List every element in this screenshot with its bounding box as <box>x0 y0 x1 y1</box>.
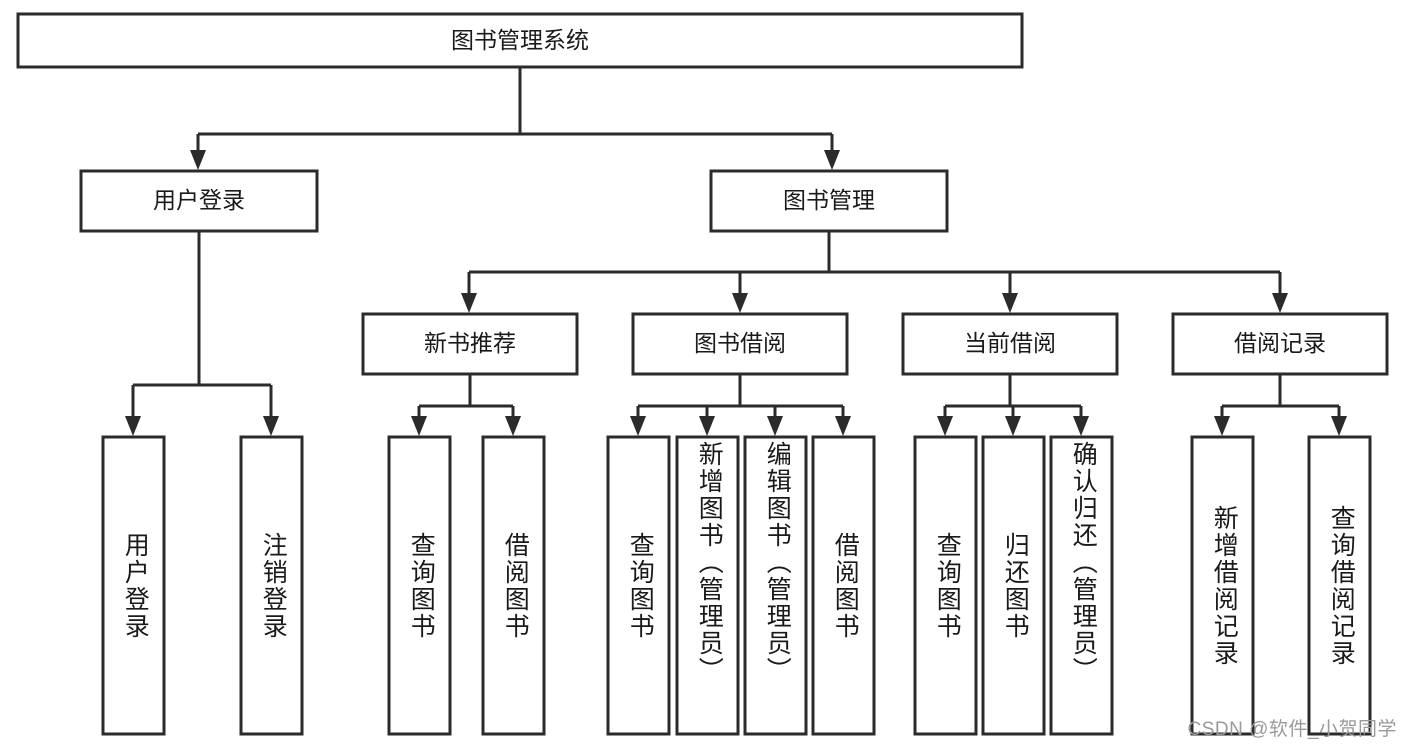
node-borrow-record-label: 借阅记录 <box>1234 330 1326 356</box>
arrow-head-to-user-login <box>190 150 206 170</box>
node-current-borrow[interactable]: 当前借阅 <box>901 312 1119 376</box>
node-user-login[interactable]: 用户登录 <box>79 169 319 233</box>
node-current-borrow-box <box>901 312 1119 376</box>
node-user-login-label: 用户登录 <box>153 187 245 213</box>
leaf-box-user-login-1[interactable] <box>239 435 304 736</box>
node-book-manage-box <box>709 169 949 233</box>
connector-current-borrow-to-leaves <box>937 374 1089 436</box>
node-new-book-recommend-box <box>361 312 579 376</box>
node-book-borrow[interactable]: 图书借阅 <box>631 312 849 376</box>
node-borrow-record[interactable]: 借阅记录 <box>1171 312 1389 376</box>
leaf-box-current-borrow-1[interactable] <box>981 435 1046 736</box>
leaf-box-book-borrow-0[interactable] <box>606 435 671 736</box>
leaf-box-user-login-0[interactable] <box>101 435 166 736</box>
leaf-box-new-book-1[interactable] <box>481 435 546 736</box>
node-book-manage-label: 图书管理 <box>783 187 875 213</box>
connector-new-book-recommend-to-leaves <box>411 374 521 436</box>
node-book-borrow-label: 图书借阅 <box>694 330 786 356</box>
connector-root-to-level2 <box>190 67 840 170</box>
connector-borrow-record-to-leaves <box>1214 374 1347 436</box>
leaf-box-book-borrow-1[interactable] <box>675 435 740 736</box>
leaf-box-current-borrow-2[interactable] <box>1049 435 1114 736</box>
node-new-book-recommend-label: 新书推荐 <box>424 330 516 356</box>
csdn-watermark: CSDN @软件_小贺同学 <box>1187 719 1397 740</box>
node-root-system-box <box>16 12 1024 69</box>
leaf-box-borrow-record-0[interactable] <box>1190 435 1255 736</box>
leaf-box-borrow-record-1[interactable] <box>1307 435 1372 736</box>
node-book-borrow-box <box>631 312 849 376</box>
node-root-system-label: 图书管理系统 <box>451 27 589 53</box>
node-current-borrow-label: 当前借阅 <box>964 330 1056 356</box>
connector-book-manage-to-level3 <box>461 231 1288 313</box>
node-root-system[interactable]: 图书管理系统 <box>16 12 1024 69</box>
node-book-manage[interactable]: 图书管理 <box>709 169 949 233</box>
connector-book-borrow-to-leaves <box>630 374 851 436</box>
arrow-head-to-book-manage <box>824 150 840 170</box>
leaf-box-book-borrow-3[interactable] <box>811 435 876 736</box>
connector-user-login-to-leaves <box>125 231 279 436</box>
node-borrow-record-box <box>1171 312 1389 376</box>
leaf-box-current-borrow-0[interactable] <box>913 435 978 736</box>
node-new-book-recommend[interactable]: 新书推荐 <box>361 312 579 376</box>
leaf-box-book-borrow-2[interactable] <box>743 435 808 736</box>
leaf-box-new-book-0[interactable] <box>387 435 452 736</box>
